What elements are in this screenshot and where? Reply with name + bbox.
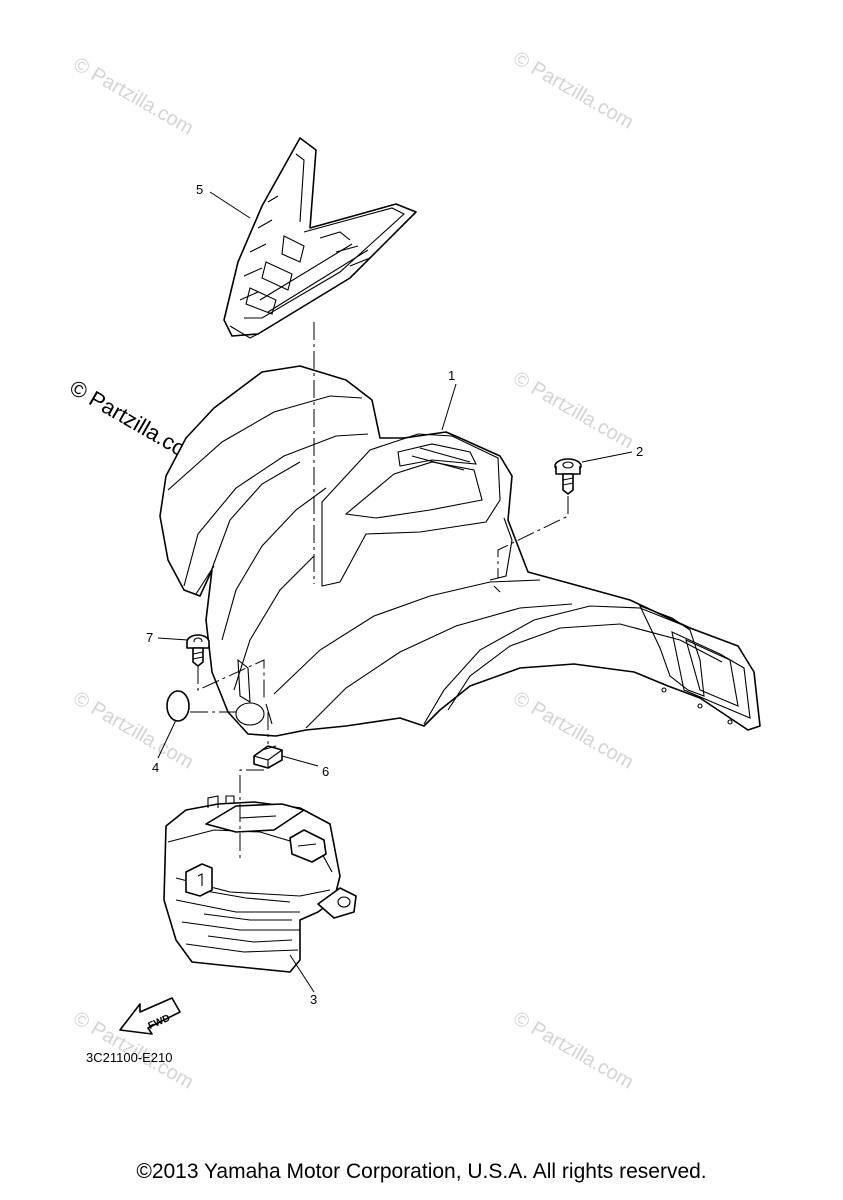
part-4-plug: [166, 690, 190, 722]
part-6-nut-clip: [253, 745, 283, 769]
callout-6: 6: [322, 764, 329, 779]
leader-lines: [157, 191, 633, 993]
callouts: 1 2 3 4 5 6 7: [146, 182, 643, 1007]
part-1-front-fender: [159, 365, 761, 737]
callout-4: 4: [152, 760, 159, 775]
diagram-code: 3C21100-E210: [86, 1050, 173, 1065]
watermark: © Partzilla.com: [510, 47, 638, 133]
callout-3: 3: [310, 992, 317, 1007]
assembly-lines: [190, 322, 569, 860]
part-2-screw: [554, 458, 582, 495]
watermark: © Partzilla.com: [510, 1007, 638, 1093]
watermark: © Partzilla.com: [70, 53, 198, 139]
watermark: © Partzilla.com: [510, 367, 638, 453]
callout-2: 2: [636, 444, 643, 459]
fwd-arrow-icon: FWD: [119, 997, 181, 1035]
callout-1: 1: [448, 368, 455, 383]
callout-7: 7: [146, 630, 153, 645]
part-3-duct-assembly: [163, 795, 357, 973]
part-7-screw: [186, 634, 210, 667]
part-5-front-panel: [223, 137, 417, 339]
watermark: © Partzilla.com: [510, 687, 638, 773]
copyright-notice: ©2013 Yamaha Motor Corporation, U.S.A. A…: [136, 1160, 707, 1183]
callout-5: 5: [196, 182, 203, 197]
